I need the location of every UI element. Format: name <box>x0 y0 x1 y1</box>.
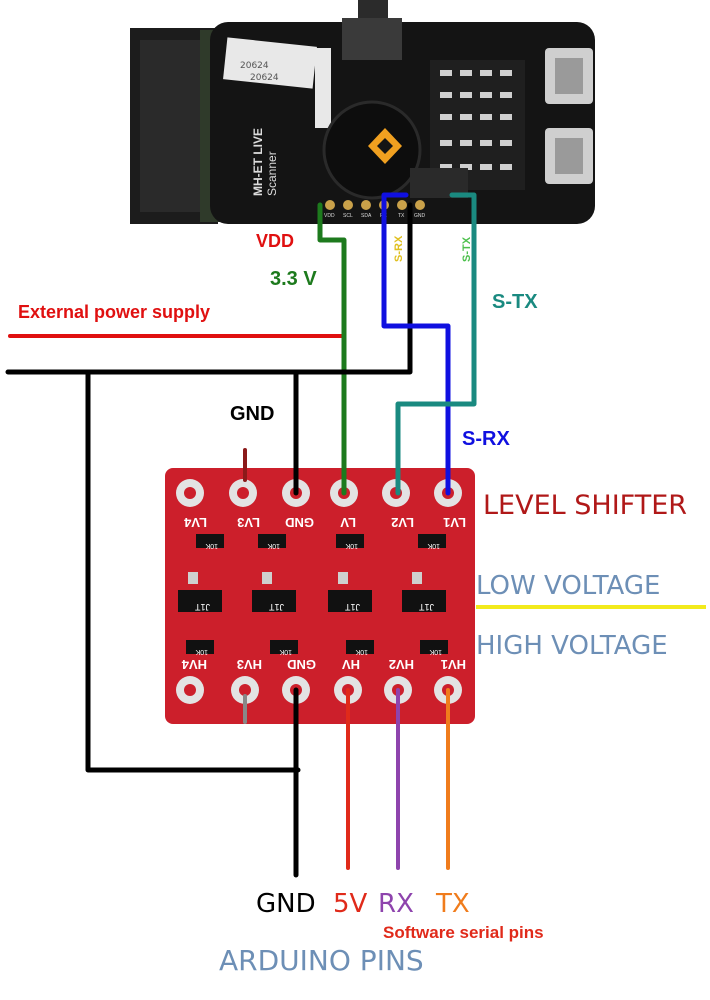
s-tx-wire <box>395 192 477 496</box>
ribbon-text: 20624 <box>240 61 269 71</box>
transistors <box>178 572 446 612</box>
pin-hv: HV <box>342 657 360 672</box>
pin-label-sda: SDA <box>361 213 372 219</box>
tx-label: TX <box>435 889 470 919</box>
pin-label-vdd: VDD <box>324 213 335 219</box>
low-voltage-label: LOW VOLTAGE <box>476 571 660 601</box>
s-tx-label: S-TX <box>492 291 538 313</box>
pin-hv1: HV1 <box>441 657 466 672</box>
pin-gnd-high: GND <box>287 657 316 672</box>
pin-lv3: LV3 <box>237 515 260 530</box>
rx-label: RX <box>378 889 414 919</box>
board-pcb <box>165 468 475 724</box>
gnd-top-label: GND <box>230 403 274 425</box>
svg-text:J1T: J1T <box>344 602 360 612</box>
software-serial-label: Software serial pins <box>383 923 544 942</box>
external-power-label: External power supply <box>18 302 210 322</box>
scanner-pins <box>325 200 425 210</box>
svg-text:10K: 10K <box>205 542 218 549</box>
resistors-top <box>196 534 446 548</box>
v33-label: 3.3 V <box>270 268 317 290</box>
svg-text:10K: 10K <box>195 648 208 655</box>
s-rx-small-label: S-RX <box>393 235 405 262</box>
svg-text:J1T: J1T <box>194 602 210 612</box>
svg-text:J1T: J1T <box>418 602 434 612</box>
pin-label-gnd: GND <box>414 213 426 219</box>
five-v-label: 5V <box>333 889 368 919</box>
pin-lv2: LV2 <box>391 515 414 530</box>
s-tx-small-label: S-TX <box>461 236 473 262</box>
pin-hv4: HV4 <box>181 657 207 672</box>
scanner-subtitle: Scanner <box>265 151 279 196</box>
ribbon-cable <box>223 37 317 89</box>
pin-label-tx: TX <box>398 213 405 219</box>
pin-hv2: HV2 <box>389 657 414 672</box>
gnd-arduino-label: GND <box>256 889 316 919</box>
pin-hv3: HV3 <box>237 657 262 672</box>
svg-text:J1T: J1T <box>268 602 284 612</box>
gnd-top-wire <box>5 202 413 375</box>
pin-label-scl: SCL <box>343 213 353 219</box>
svg-text:10K: 10K <box>355 648 368 655</box>
gnd-loop-wire <box>85 369 301 773</box>
pin-lv: LV <box>340 515 356 530</box>
wires <box>5 192 477 878</box>
s-rx-label: S-RX <box>462 428 510 450</box>
vdd-label: VDD <box>256 231 294 251</box>
s-rx-wire <box>381 192 451 496</box>
svg-text:10K: 10K <box>279 648 292 655</box>
resistors-bottom <box>186 640 448 654</box>
vdd-wire <box>317 202 347 496</box>
svg-text:20624: 20624 <box>250 73 279 83</box>
labels: VDD 3.3 V External power supply S-RX S-T… <box>18 231 687 977</box>
pin-lv1: LV1 <box>443 515 466 530</box>
level-shifter-board: LV4 LV3 GND LV LV2 LV1 10K 10K 10K 10K J… <box>165 468 475 724</box>
svg-text:10K: 10K <box>345 542 358 549</box>
level-shifter-label: LEVEL SHIFTER <box>483 490 687 521</box>
svg-text:10K: 10K <box>429 648 442 655</box>
svg-text:10K: 10K <box>427 542 440 549</box>
pin-gnd-low: GND <box>285 515 314 530</box>
pin-lv4: LV4 <box>183 515 207 530</box>
svg-text:10K: 10K <box>267 542 280 549</box>
scanner-module: 20624 20624 MH-ET LIVE Scanner <box>130 0 595 224</box>
scanner-title: MH-ET LIVE <box>251 128 265 196</box>
high-voltage-label: HIGH VOLTAGE <box>476 631 668 661</box>
arduino-pins-label: ARDUINO PINS <box>219 944 424 977</box>
